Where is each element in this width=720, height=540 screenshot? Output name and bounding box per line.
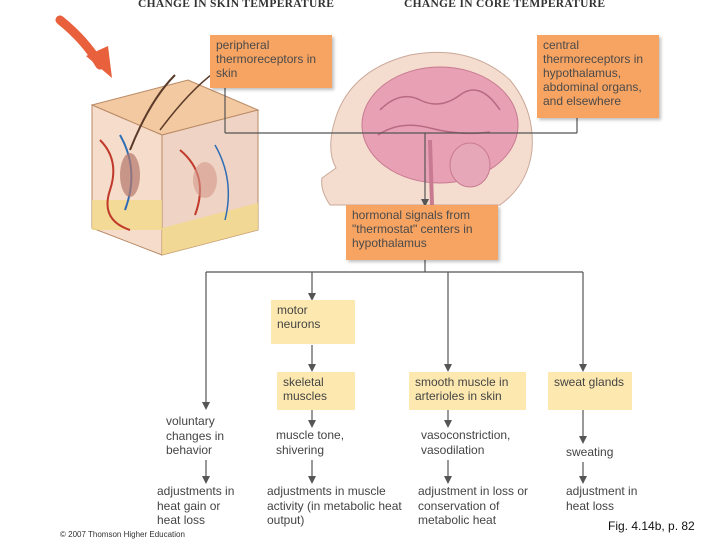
connector-lines — [202, 88, 587, 484]
muscle-tone-text: muscle tone, shivering — [276, 428, 345, 457]
heat-gain-outcome-text: adjustments in heat gain or heat loss — [157, 484, 235, 527]
copyright-text: © 2007 Thomson Higher Education — [60, 530, 185, 539]
voluntary-behavior-text: voluntary changes in behavior — [166, 414, 225, 457]
smooth-muscle-box: smooth muscle in arterioles in skin — [409, 372, 526, 410]
sweat-glands-box: sweat glands — [548, 372, 632, 410]
muscle-activity-outcome-text: adjustments in muscle activity (in metab… — [267, 484, 402, 527]
hormonal-signals-box: hormonal signals from "thermostat" cente… — [346, 205, 498, 260]
skeletal-muscles-box: skeletal muscles — [277, 372, 355, 410]
figure-reference: Fig. 4.14b, p. 82 — [608, 519, 695, 533]
skin-illustration — [90, 71, 260, 256]
red-arrow-icon — [55, 15, 112, 78]
header-core-temperature: CHANGE IN CORE TEMPERATURE — [404, 0, 606, 10]
heat-loss-outcome-text: adjustment in heat loss — [566, 484, 638, 513]
peripheral-thermoreceptors-box: peripheral thermoreceptors in skin — [210, 35, 332, 88]
vasoconstriction-text: vasoconstriction, vasodilation — [421, 428, 511, 457]
motor-neurons-box: motor neurons — [271, 300, 355, 344]
sweating-text: sweating — [566, 445, 614, 459]
central-thermoreceptors-box: central thermoreceptors in hypothalamus,… — [537, 35, 659, 118]
header-skin-temperature: CHANGE IN SKIN TEMPERATURE — [138, 0, 335, 10]
loss-conservation-outcome-text: adjustment in loss or conservation of me… — [418, 484, 529, 527]
head-brain-illustration — [321, 51, 533, 206]
